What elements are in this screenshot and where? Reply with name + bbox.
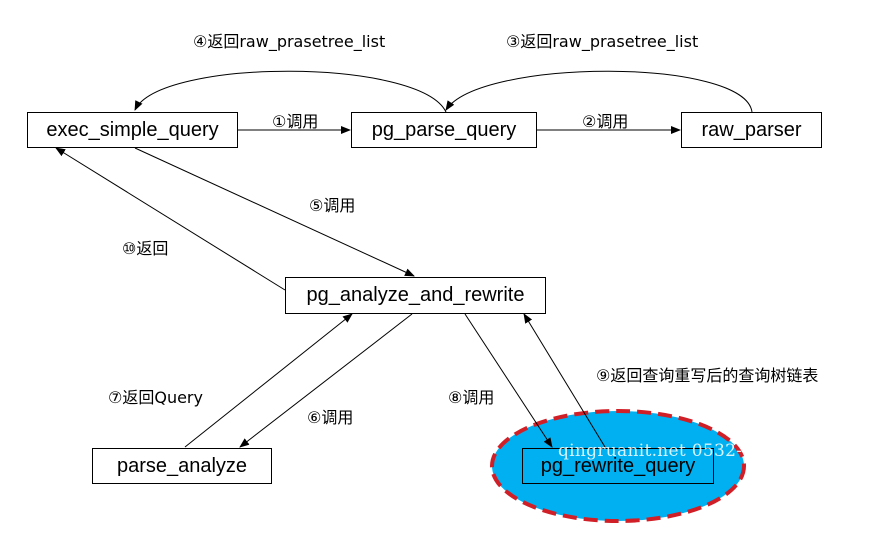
edge-label-5: ⑤调用 [309,196,356,215]
edge-6-line [239,313,413,448]
node-exec-simple-query: exec_simple_query [27,112,238,148]
watermark-text: qingruanit.net 0532-85025005 [558,441,832,461]
edge-label-4: ④返回raw_prasetree_list [193,32,386,51]
edge-3-arc [445,70,753,113]
edge-10-line [55,147,286,291]
edge-label-9: ⑨返回查询重写后的查询树链表 [596,366,819,385]
edge-5-line [134,147,415,277]
edge-label-3: ③返回raw_prasetree_list [506,32,699,51]
edge-9-line [523,313,606,448]
edge-7-line [184,313,353,448]
node-parse-analyze: parse_analyze [92,448,272,484]
edge-8-line [464,313,553,448]
node-pg-rewrite-query: pg_rewrite_query [522,448,714,484]
edge-label-8: ⑧调用 [448,388,495,407]
edge-label-10: ⑩返回 [122,239,169,258]
edge-label-6: ⑥调用 [307,408,354,427]
edge-label-1: ①调用 [272,112,319,131]
node-pg-parse-query: pg_parse_query [351,112,537,148]
edge-4-arc [134,70,447,113]
edge-label-7: ⑦返回Query [108,388,203,407]
node-raw-parser: raw_parser [681,112,822,148]
edge-label-2: ②调用 [582,112,629,131]
node-pg-analyze-and-rewrite: pg_analyze_and_rewrite [285,277,546,314]
highlight-ellipse [490,409,746,523]
